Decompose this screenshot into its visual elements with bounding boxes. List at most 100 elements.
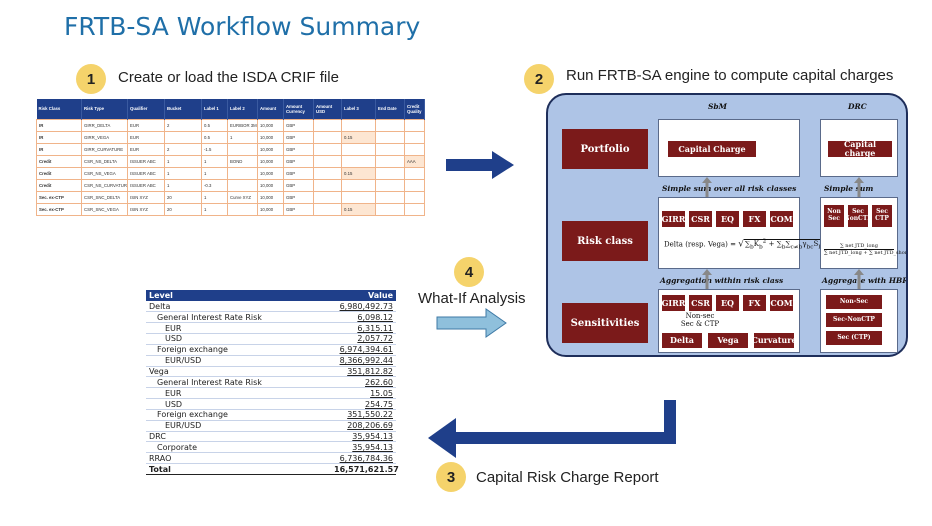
crif-cell: Credit (36, 154, 82, 168)
crif-cell: Curve XYZ (227, 191, 258, 205)
report-level-cell: Foreign exchange (146, 344, 331, 356)
report-level-cell: General Interest Rate Risk (146, 376, 331, 389)
report-value-cell: 8,366,992.44 (331, 355, 396, 367)
crif-cell: AAA (404, 154, 425, 168)
report-level-cell: DRC (146, 431, 331, 443)
report-level-cell: Vega (146, 366, 331, 378)
report-value-cell: 2,057.72 (331, 333, 396, 345)
crif-cell: CSR_SNC_VEGA (81, 203, 128, 217)
crif-cell (404, 166, 425, 180)
risk-class-box: CSR (689, 211, 712, 227)
sensitivity-type-box: Curvature (751, 333, 797, 348)
crif-cell: 10,000 (257, 178, 284, 193)
crif-header-cell: Amount USD (313, 99, 342, 119)
crif-cell: 10,000 (257, 166, 284, 180)
sbm-header: SbM (708, 102, 727, 111)
report-level-cell: General Interest Rate Risk (146, 311, 331, 324)
crif-cell: 1 (227, 130, 258, 144)
crif-cell: GBP (283, 130, 314, 144)
crif-cell: GBP (283, 166, 314, 180)
crif-cell: GBP (283, 118, 314, 132)
crif-header-cell: Label 2 (227, 99, 258, 119)
crif-cell: 0.15 (341, 130, 376, 144)
aggregation-within-label: Aggregation within risk class (660, 276, 784, 285)
crif-cell (375, 178, 405, 193)
crif-cell: 1 (164, 154, 202, 168)
report-level-cell: Delta (146, 301, 331, 313)
crif-cell: GIRR_VEGA (81, 130, 128, 144)
crif-header-cell: Credit Quality (404, 99, 425, 119)
crif-cell (404, 203, 425, 217)
up-arrow-icon (702, 269, 712, 289)
crif-cell (313, 154, 342, 168)
report-value-cell: 208,206.69 (331, 420, 396, 432)
crif-cell (313, 142, 342, 156)
crif-cell: Sec. ex-CTP (36, 203, 82, 217)
crif-cell (404, 118, 425, 132)
crif-cell: ISSUER ABC (127, 154, 165, 168)
report-level-cell: USD (146, 398, 331, 410)
crif-cell: CSR_NS_VEGA (81, 166, 128, 180)
crif-cell: CSR_NS_DELTA (81, 154, 128, 168)
crif-cell: ISIN XYZ (127, 191, 165, 205)
step-4-label: What-If Analysis (418, 290, 526, 307)
crif-cell (313, 166, 342, 180)
crif-cell (341, 142, 376, 156)
report-level-cell: USD (146, 333, 331, 345)
crif-cell: GBP (283, 191, 314, 205)
report-level-cell: EUR/USD (146, 355, 331, 367)
report-value-cell: 6,736,784.36 (331, 452, 396, 465)
crif-header-cell: Label 3 (341, 99, 376, 119)
crif-cell (313, 203, 342, 217)
crif-cell: 1 (201, 203, 228, 217)
row-label-portfolio: Portfolio (562, 129, 648, 169)
sensitivity-class-box: FX (743, 295, 766, 311)
crif-cell (313, 191, 342, 205)
crif-cell (313, 178, 342, 193)
sensitivity-type-box: Delta (662, 333, 702, 348)
crif-cell: 10,000 (257, 154, 284, 168)
crif-header-cell: Bucket (164, 99, 202, 119)
row-label-risk-class: Risk class (562, 221, 648, 261)
crif-cell: 0.15 (341, 166, 376, 180)
report-header-level: Level (146, 290, 331, 301)
crif-cell (404, 130, 425, 144)
crif-cell: 0.15 (341, 203, 376, 217)
arrow-return-icon (428, 400, 676, 458)
crif-header-cell: Risk Class (36, 99, 82, 119)
report-level-cell: Corporate (146, 441, 331, 454)
crif-header-cell: End Date (375, 99, 405, 119)
drc-sensitivity-box: Sec-NonCTP (826, 313, 882, 327)
crif-cell: 10,000 (257, 130, 284, 144)
step-4-badge: 4 (454, 257, 484, 287)
sensitivity-class-box: COM (770, 295, 793, 311)
crif-cell (375, 191, 405, 205)
aggregate-hbr-label: Aggregate with HBR (822, 276, 908, 285)
crif-cell: 1 (201, 166, 228, 180)
crif-cell (341, 154, 376, 168)
report-value-cell: 15.05 (331, 387, 396, 400)
crif-cell: GIRR_CURVATURE (81, 142, 128, 156)
risk-class-box: EQ (716, 211, 739, 227)
crif-cell: IR (36, 118, 82, 132)
what-if-arrow-icon (436, 308, 507, 338)
step-3-badge: 3 (436, 462, 466, 492)
crif-cell: ISSUER ABC (127, 166, 165, 180)
crif-cell: Sec. ex-CTP (36, 191, 82, 205)
crif-cell: CSR_SNC_DELTA (81, 191, 128, 205)
